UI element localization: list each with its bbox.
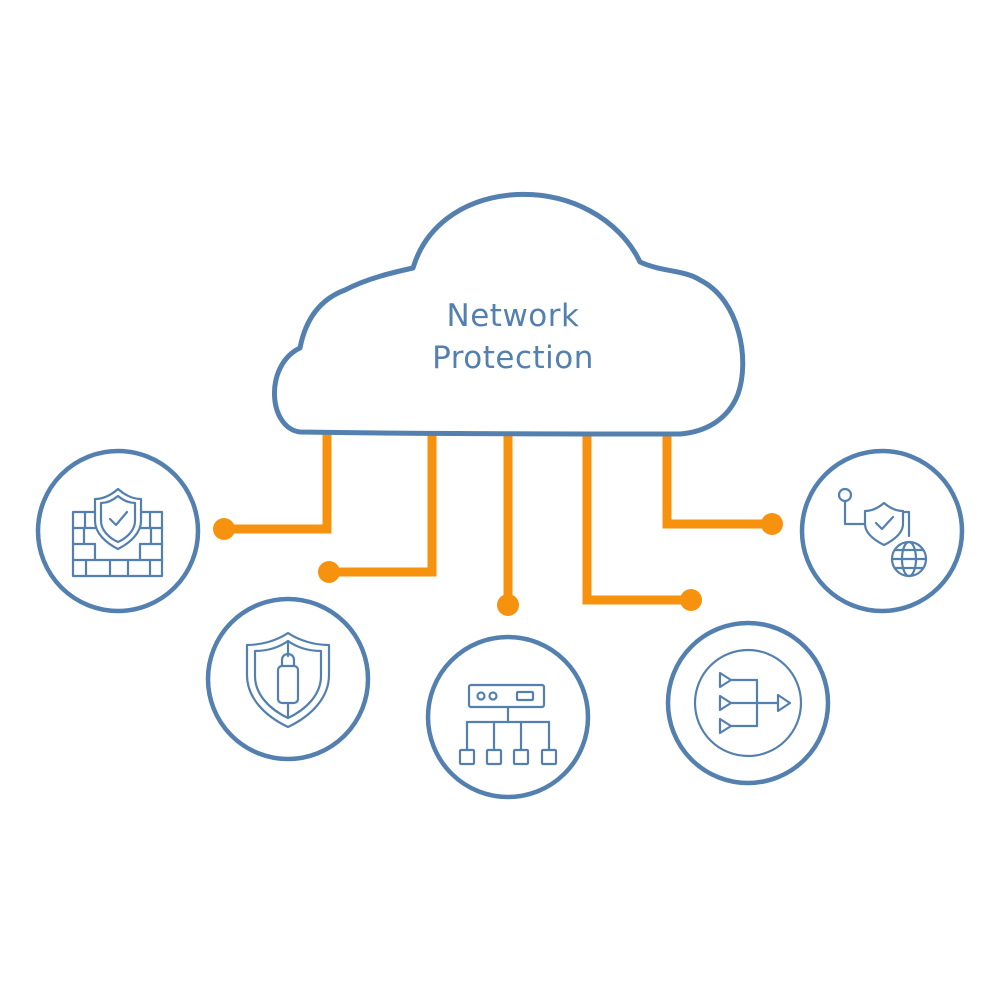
routing-arrows-icon bbox=[693, 648, 803, 758]
connector-firewall bbox=[224, 430, 332, 534]
connector-secure-web bbox=[662, 430, 772, 529]
connector-dot-routing bbox=[680, 589, 702, 611]
node-shield-lock-ring bbox=[205, 596, 371, 762]
shield-lock-icon bbox=[245, 631, 331, 729]
node-secure-web-ring bbox=[799, 448, 965, 614]
cloud-shape bbox=[272, 191, 746, 437]
cloud-title-line1: Network bbox=[447, 298, 580, 334]
connector-shield-lock bbox=[329, 430, 437, 577]
connectors bbox=[213, 430, 783, 616]
node-routing bbox=[665, 620, 831, 786]
firewall-shield-icon bbox=[71, 487, 164, 578]
secure-web-globe-icon bbox=[837, 487, 928, 578]
connector-dot-shield-lock bbox=[318, 561, 340, 583]
node-secure-web bbox=[799, 448, 965, 614]
node-shield-lock bbox=[205, 596, 371, 762]
connector-dot-firewall bbox=[213, 518, 235, 540]
connector-dot-secure-web bbox=[761, 513, 783, 535]
cloud-title-line2: Protection bbox=[432, 340, 594, 376]
connector-dot-network bbox=[497, 594, 519, 616]
connector-routing bbox=[582, 430, 691, 605]
node-firewall bbox=[35, 448, 201, 614]
node-network-hierarchy bbox=[425, 634, 591, 800]
network-hierarchy-icon bbox=[458, 683, 558, 766]
